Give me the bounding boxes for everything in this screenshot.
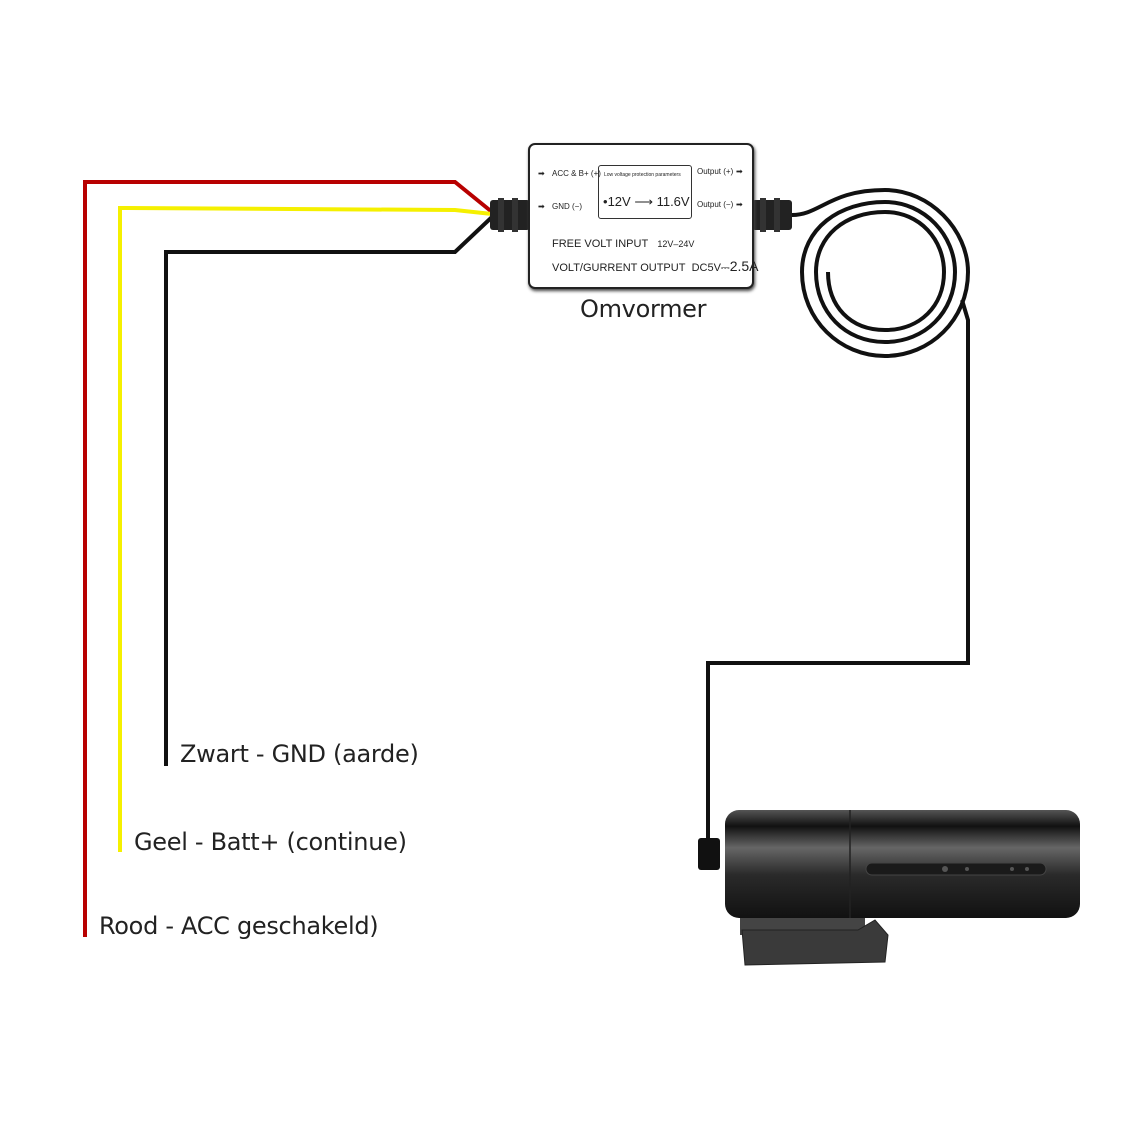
protection-params: Low voltage protection parameters •12V ⟶… — [598, 165, 692, 219]
red-wire-label: Rood - ACC geschakeld) — [99, 912, 379, 940]
output-current: 2.5A — [729, 258, 759, 274]
param-title: Low voltage protection parameters — [604, 172, 681, 178]
yellow-wire — [118, 205, 493, 852]
dashcam — [698, 810, 1080, 966]
converter-box: ➡ ACC & B+ (+) ➡ GND (−) Low voltage pro… — [528, 143, 759, 289]
output-voltage: DC5V — [691, 262, 721, 274]
input-gnd-label: GND (−) — [552, 202, 582, 211]
arrow-icon: ➡ — [538, 202, 545, 211]
output-pos-label: Output (+) — [697, 167, 734, 176]
input-acc-label: ACC & B+ (+) — [552, 169, 601, 178]
red-wire — [83, 180, 494, 937]
power-plug — [698, 838, 720, 870]
param-to: 11.6V — [656, 194, 690, 209]
input-connector — [490, 198, 530, 232]
output-neg-label: Output (−) — [697, 200, 734, 209]
param-from: 12V — [607, 194, 631, 209]
camera-mount — [741, 919, 889, 966]
arrow-icon: ➡ — [736, 167, 743, 176]
converter-title: Omvormer — [580, 295, 707, 323]
black-wire-label: Zwart - GND (aarde) — [180, 740, 419, 768]
param-values: •12V ⟶ 11.6V — [603, 194, 690, 209]
input-range: 12V–24V — [657, 239, 695, 249]
black-wire — [164, 215, 494, 766]
cable-coil — [706, 187, 971, 840]
yellow-wire-label: Geel - Batt+ (continue) — [134, 828, 407, 856]
arrow-icon: ➡ — [736, 200, 743, 209]
output-connector — [752, 198, 792, 232]
output-label: VOLT/GURRENT OUTPUT — [552, 262, 686, 274]
arrow-icon: ➡ — [538, 169, 545, 178]
input-label: FREE VOLT INPUT — [552, 238, 649, 250]
